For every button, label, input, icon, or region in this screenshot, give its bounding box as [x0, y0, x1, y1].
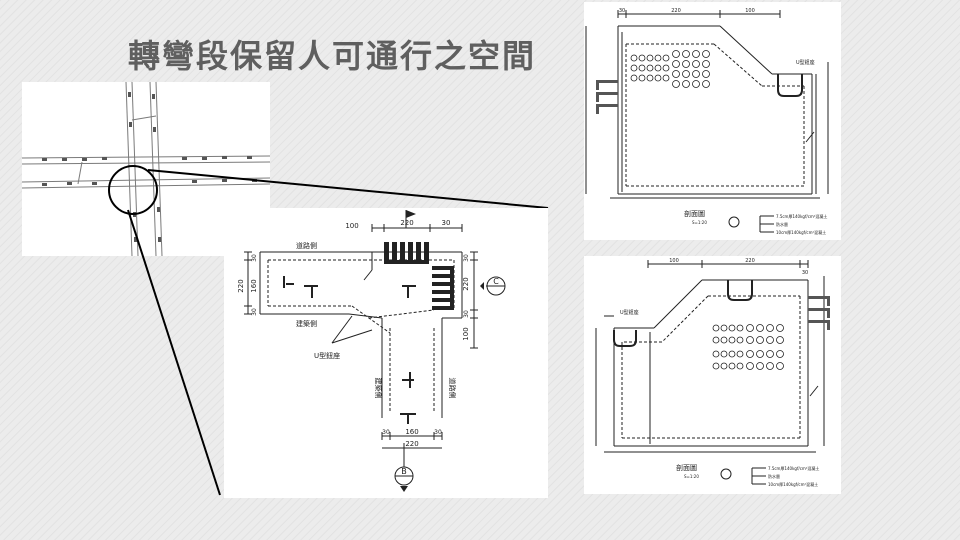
- dim-top-100: 100: [345, 222, 358, 230]
- section-upper-dim-30: 30: [619, 8, 625, 14]
- section-marker-b: [394, 466, 414, 492]
- dim-left-160: 160: [250, 279, 258, 292]
- plan-detail-panel: 100 220 30 道路側 建築側 U型鈕座 220 160 30 30 30…: [224, 208, 548, 498]
- dim-left-30b: 30: [251, 308, 258, 316]
- dim-right-30a: 30: [463, 254, 470, 262]
- conduit-array-upper: [630, 50, 710, 88]
- building-side-label-vertical: 建築側: [374, 378, 383, 399]
- section-lower-note-1: 7.5cm厚140kgf/cm²混凝土: [768, 465, 819, 471]
- section-upper-panel: 30 220 100 U型鈕座 剖面圖 S=1:20 7.5cm厚140kgf/…: [584, 2, 841, 240]
- building-side-label-left: 建築側: [296, 319, 317, 328]
- section-upper-drawing: 30 220 100 U型鈕座 剖面圖 S=1:20 7.5cm厚140kgf/…: [585, 8, 829, 235]
- section-upper-note-2: 防水層: [776, 221, 788, 227]
- section-lower-drawing: 100 220 30 U型鈕座 剖面圖 S=1:20 7.5cm厚140kgf/…: [595, 258, 830, 487]
- section-upper-scale: S=1:20: [692, 220, 707, 225]
- section-lower-note-2: 防水層: [768, 473, 780, 479]
- dim-left-30a: 30: [251, 254, 258, 262]
- dim-bottom-220: 220: [405, 440, 418, 448]
- dim-bottom-30a: 30: [382, 429, 390, 436]
- dim-right-220: 220: [462, 277, 470, 290]
- section-upper-note-1: 7.5cm厚140kgf/cm²混凝土: [776, 213, 827, 219]
- dim-right-30b: 30: [463, 310, 470, 318]
- section-lower-panel: 100 220 30 U型鈕座 剖面圖 S=1:20 7.5cm厚140kgf/…: [584, 256, 841, 494]
- section-lower-scale: S=1:20: [684, 474, 699, 479]
- road-side-label-vertical: 道路側: [448, 378, 457, 399]
- u-seat-label: U型鈕座: [314, 351, 340, 360]
- zoom-circle: [108, 165, 158, 215]
- dim-bottom-160: 160: [405, 428, 418, 436]
- dim-bottom-30b: 30: [434, 429, 442, 436]
- callout-line-upper: [147, 169, 549, 209]
- road-side-label-upper: 道路側: [296, 241, 317, 250]
- plan-drawing: 100 220 30 道路側 建築側 U型鈕座 220 160 30 30 30…: [237, 210, 506, 492]
- section-lower-dim-30: 30: [802, 270, 808, 276]
- section-lower-dim-100: 100: [669, 258, 679, 264]
- dim-right-100: 100: [462, 327, 470, 340]
- section-upper-note-3: 10cm厚140kgf/cm²混凝土: [776, 229, 826, 235]
- section-lower-u-seat: U型鈕座: [620, 309, 639, 316]
- dim-top-220: 220: [400, 219, 413, 227]
- marker-c-label: C: [493, 277, 499, 286]
- section-upper-caption: 剖面圖: [684, 209, 705, 218]
- slide-title: 轉彎段保留人可通行之空間: [128, 37, 537, 75]
- section-upper-u-seat: U型鈕座: [796, 59, 815, 66]
- conduit-array-lower: [712, 324, 784, 370]
- section-upper-dim-220: 220: [671, 8, 681, 14]
- dim-top-30: 30: [442, 219, 451, 227]
- marker-b-label: B: [401, 467, 407, 476]
- callout-line-lower: [127, 209, 221, 496]
- dim-left-220: 220: [237, 279, 245, 292]
- section-lower-note-3: 10cm厚140kgf/cm²混凝土: [768, 481, 818, 487]
- section-lower-caption: 剖面圖: [676, 463, 697, 472]
- section-lower-dim-220: 220: [745, 258, 755, 264]
- section-upper-dim-100: 100: [745, 8, 755, 14]
- section-marker-c: [480, 276, 506, 296]
